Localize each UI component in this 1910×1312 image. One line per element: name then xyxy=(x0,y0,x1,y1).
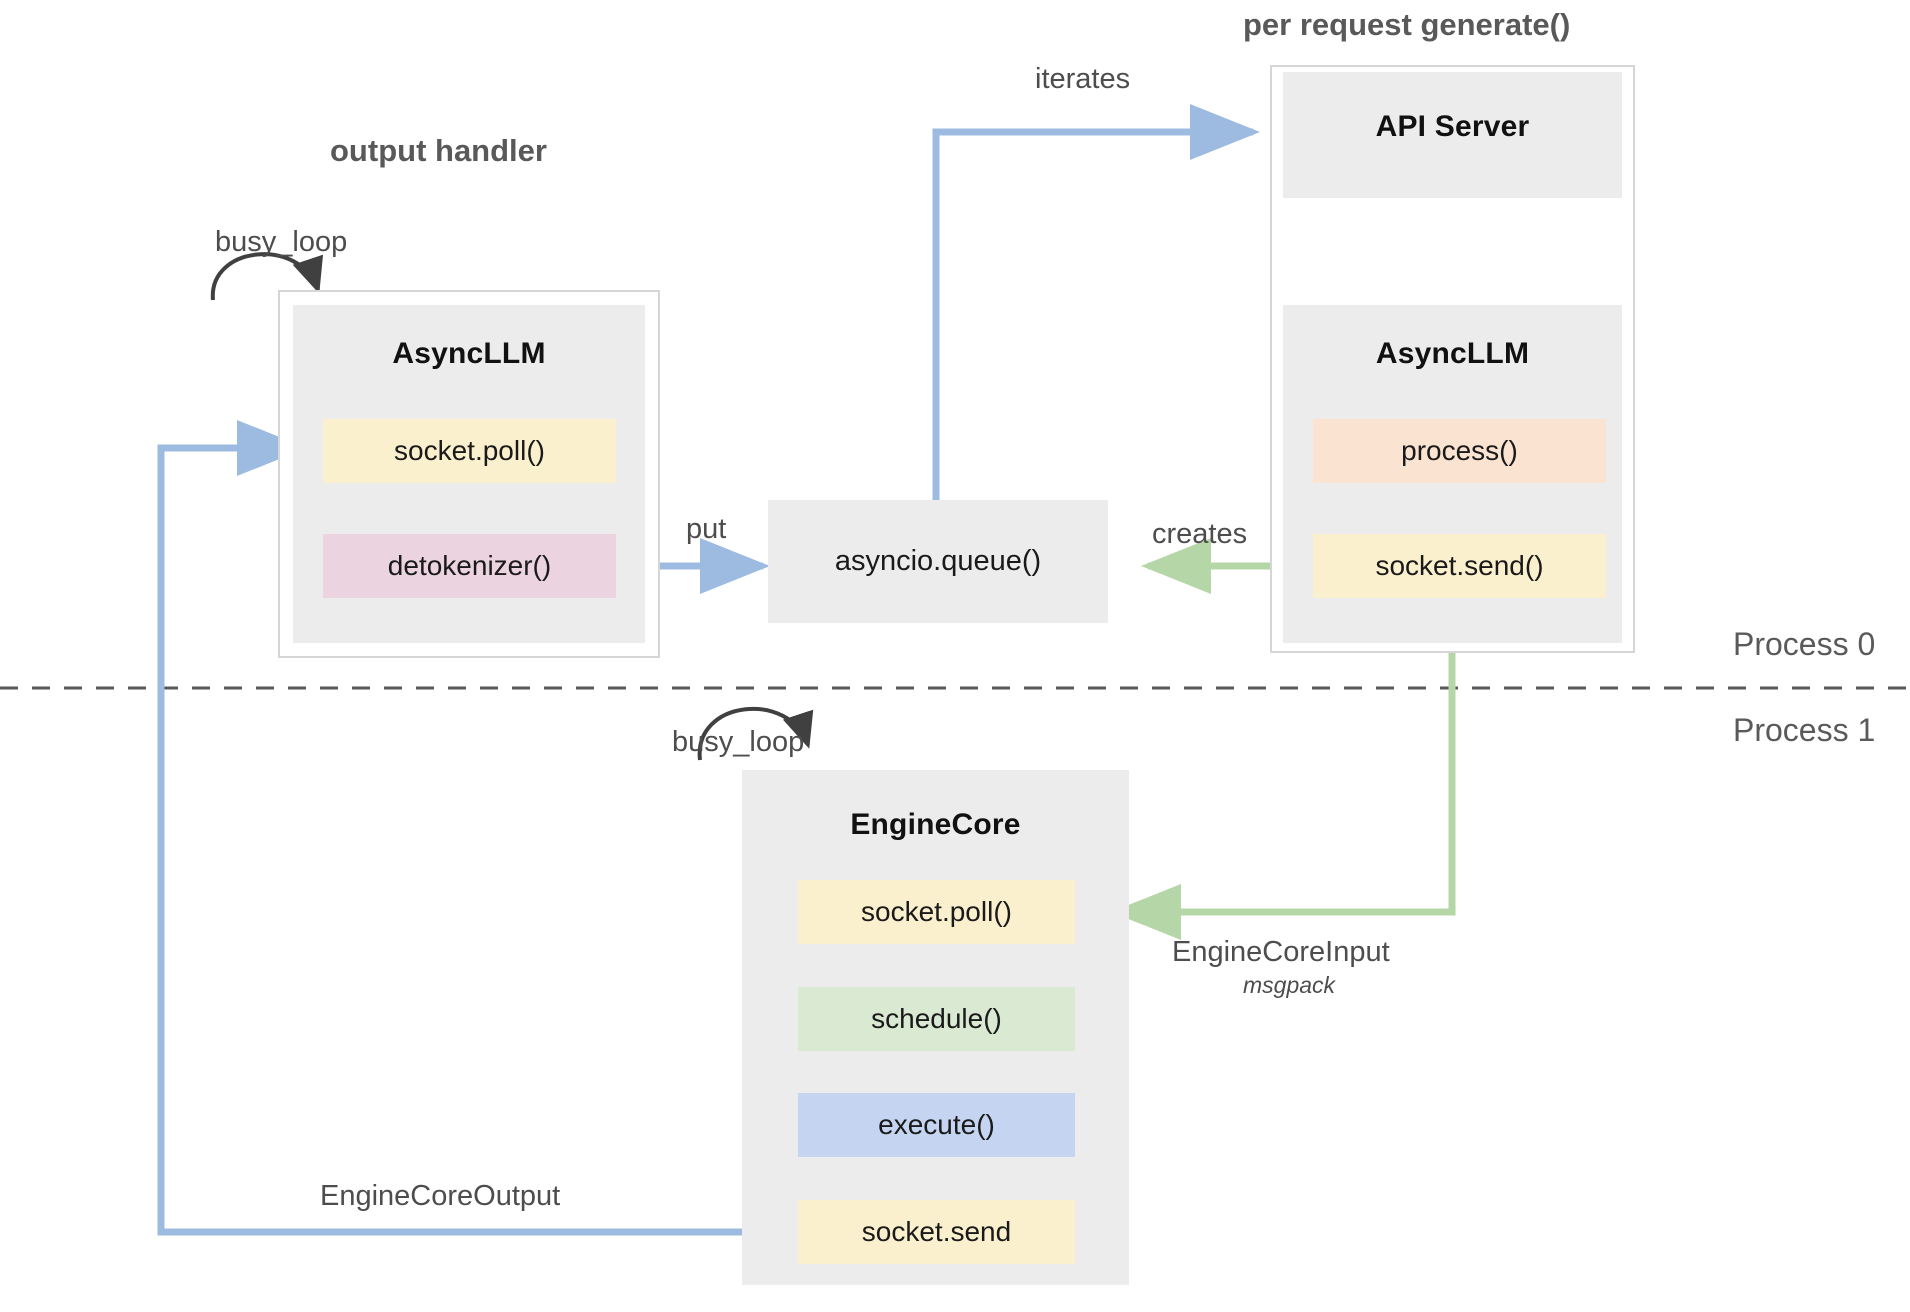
engine-core-item-schedule-label: schedule() xyxy=(871,1003,1002,1034)
engine-core-item-schedule[interactable]: schedule() xyxy=(798,987,1075,1051)
process-1-label: Process 1 xyxy=(1733,712,1876,748)
engine-core-item-socket-send[interactable]: socket.send xyxy=(798,1200,1075,1264)
async-llm-right-item-socket-send[interactable]: socket.send() xyxy=(1313,534,1606,598)
busy-loop-engine-label: busy_loop xyxy=(672,726,805,758)
output-handler-heading: output handler xyxy=(330,133,547,168)
async-llm-left-title: AsyncLLM xyxy=(392,337,546,370)
iterates-arrow xyxy=(932,104,1260,500)
asyncio-queue-box[interactable]: asyncio.queue() xyxy=(768,500,1108,623)
engine-core-input-label: EngineCoreInput xyxy=(1172,936,1390,968)
async-llm-left-item-socket-poll-label: socket.poll() xyxy=(394,435,545,466)
engine-core-item-socket-poll-label: socket.poll() xyxy=(861,896,1012,927)
engine-core-item-socket-poll[interactable]: socket.poll() xyxy=(798,880,1075,944)
busy-loop-left-label: busy_loop xyxy=(215,226,348,258)
async-llm-right-item-socket-send-label: socket.send() xyxy=(1375,550,1544,581)
engine-core-title: EngineCore xyxy=(850,808,1021,841)
iterates-label: iterates xyxy=(1035,63,1131,95)
api-server-panel[interactable]: API Server xyxy=(1283,72,1622,198)
async-llm-right-item-process-label: process() xyxy=(1401,435,1518,466)
engine-core-item-execute[interactable]: execute() xyxy=(798,1093,1075,1157)
api-server-title: API Server xyxy=(1375,110,1530,143)
put-label: put xyxy=(686,513,727,545)
async-llm-left-item-socket-poll[interactable]: socket.poll() xyxy=(323,419,616,483)
async-llm-left-item-detokenizer-label: detokenizer() xyxy=(387,550,552,581)
engine-core-item-execute-label: execute() xyxy=(878,1109,995,1140)
engine-core-input-format-label: msgpack xyxy=(1243,972,1336,998)
process-0-label: Process 0 xyxy=(1733,626,1876,662)
per-request-generate-heading: per request generate() xyxy=(1243,7,1571,42)
async-llm-right-title: AsyncLLM xyxy=(1375,337,1530,370)
creates-label: creates xyxy=(1152,518,1248,550)
engine-core-output-label: EngineCoreOutput xyxy=(320,1180,561,1212)
engine-core-item-socket-send-label: socket.send xyxy=(861,1216,1012,1247)
asyncio-queue-label: asyncio.queue() xyxy=(834,545,1042,577)
async-llm-right-item-process[interactable]: process() xyxy=(1313,419,1606,483)
async-llm-left-item-detokenizer[interactable]: detokenizer() xyxy=(323,534,616,598)
